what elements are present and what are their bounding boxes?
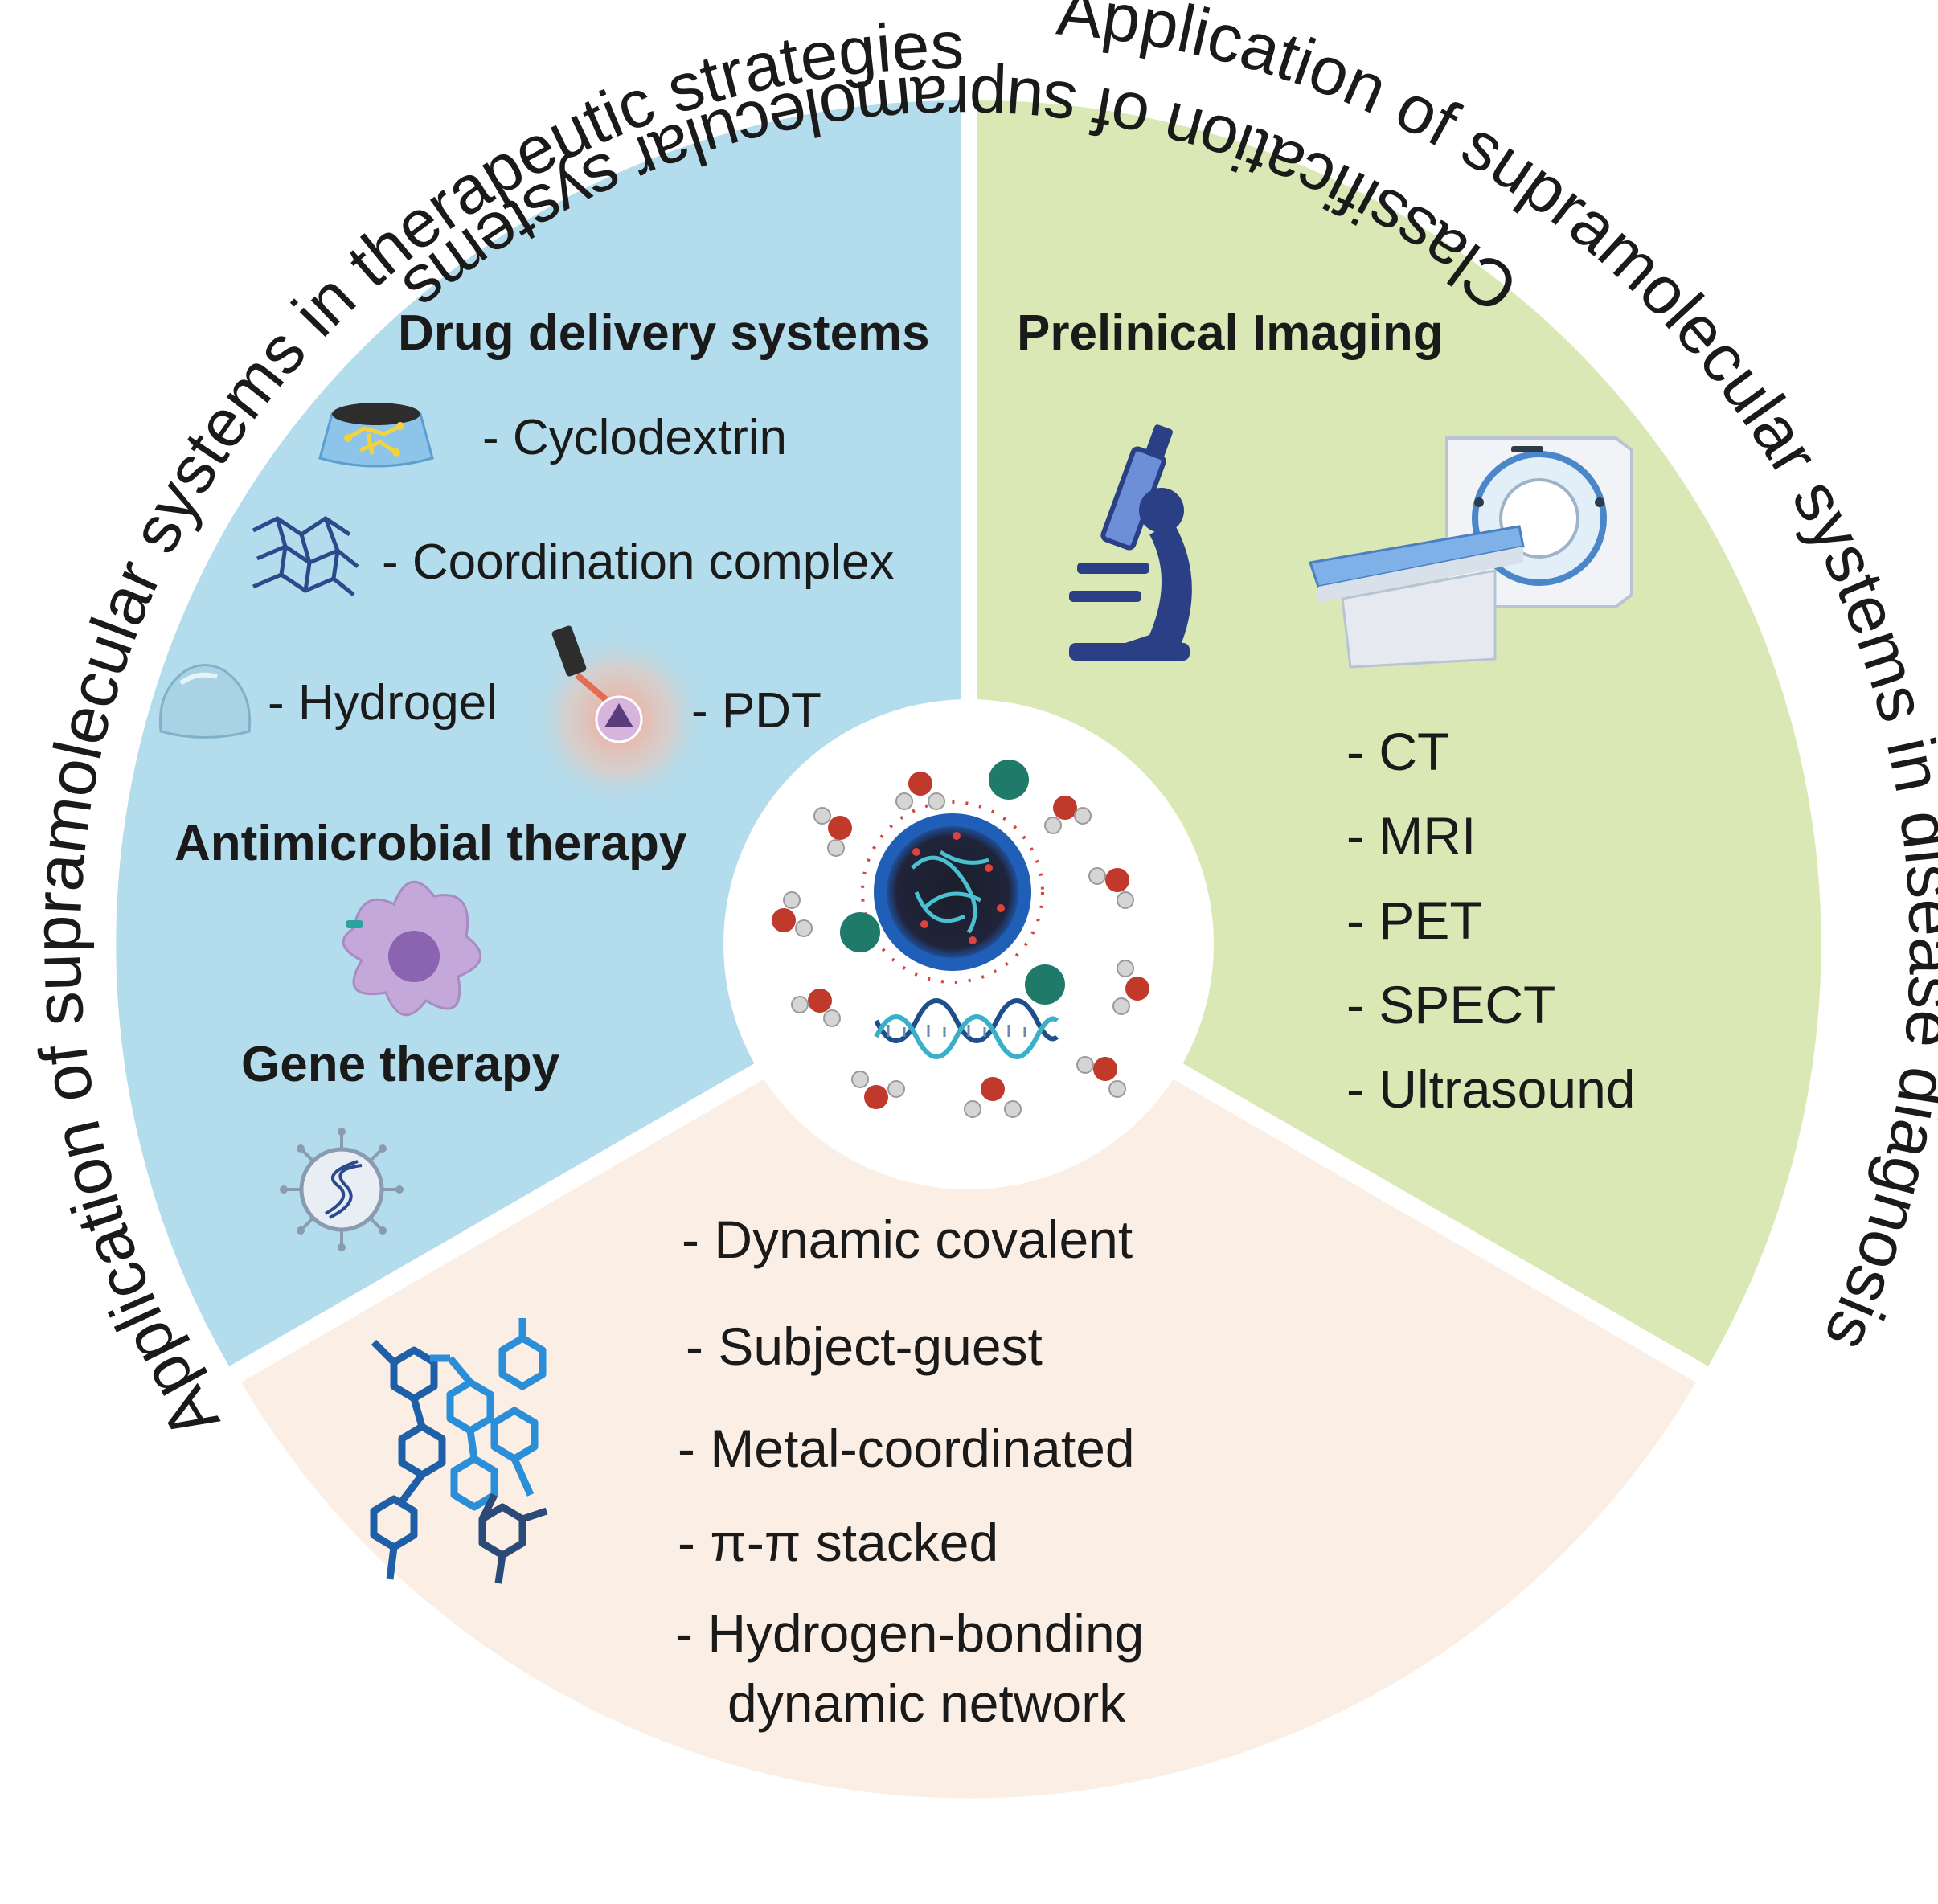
microscope-icon: [1069, 424, 1192, 661]
classification-item-5: - Hydrogen-bonding: [675, 1603, 1144, 1663]
prelinical-imaging-heading: Prelinical Imaging: [1017, 305, 1444, 361]
item-pdt: - PDT: [691, 683, 821, 739]
teal-particles: [840, 760, 1065, 1005]
diagnosis-item-5: - Ultrasound: [1346, 1059, 1636, 1119]
classification-item-3: - Metal-coordinated: [678, 1419, 1135, 1478]
item-cyclodextrin: - Cyclodextrin: [482, 410, 787, 465]
coordination-network-icon: [252, 515, 359, 596]
hydrogel-icon: [158, 664, 252, 739]
cyclodextrin-icon: [318, 403, 434, 468]
molecular-stack-icon: [370, 1318, 548, 1584]
classification-item-2: - Subject-guest: [686, 1316, 1043, 1376]
diagnosis-item-2: - MRI: [1346, 806, 1476, 866]
nanoparticle-icon: [861, 800, 1044, 984]
dna-helix-icon: [874, 998, 1059, 1059]
item-coordination-complex: - Coordination complex: [382, 534, 895, 590]
ct-scanner-icon: [1309, 436, 1633, 669]
classification-item-1: - Dynamic covalent: [682, 1210, 1133, 1269]
water-molecule-icon: [772, 772, 1149, 1118]
virus-dna-icon: [280, 1128, 404, 1251]
diagnosis-item-3: - PET: [1346, 891, 1482, 950]
macrophage-icon: [342, 880, 482, 1017]
diagnosis-item-4: - SPECT: [1346, 975, 1555, 1034]
classification-item-4: - π-π stacked: [678, 1513, 998, 1572]
diagnosis-item-1: - CT: [1346, 722, 1449, 781]
classification-item-6: dynamic network: [727, 1673, 1126, 1733]
sector-classification: [241, 960, 1696, 1799]
pdt-laser-icon: [531, 625, 707, 808]
item-hydrogel: - Hydrogel: [268, 675, 498, 731]
gene-therapy-heading: Gene therapy: [241, 1037, 560, 1092]
drug-delivery-heading: Drug delivery systems: [398, 305, 930, 361]
classification-sector-shape: [241, 960, 1696, 1799]
antimicrobial-heading: Antimicrobial therapy: [174, 816, 687, 871]
